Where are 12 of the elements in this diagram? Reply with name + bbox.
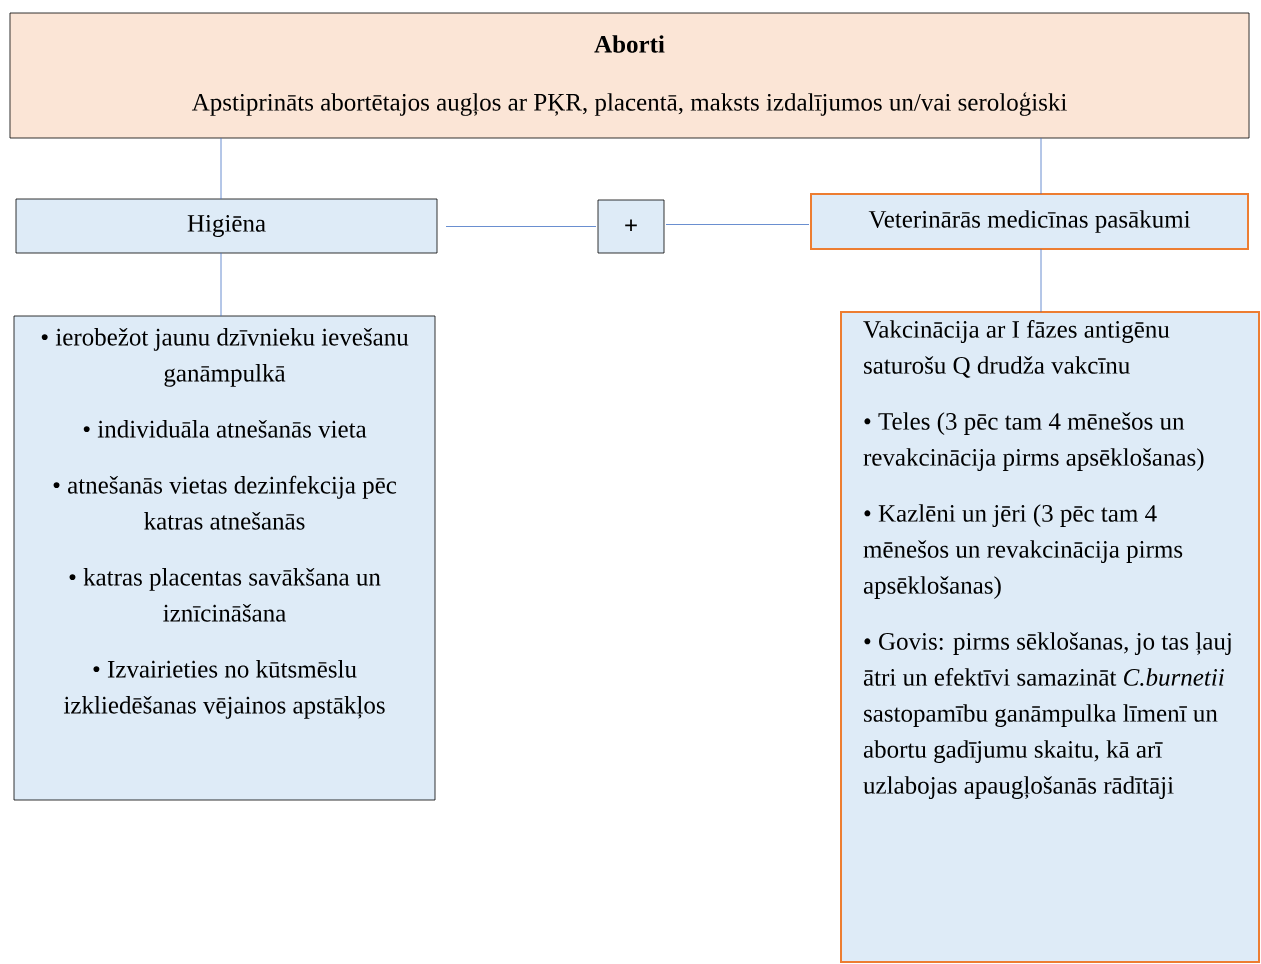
category-box: Veterinārās medicīnas pasākumi	[810, 193, 1249, 250]
plus-box: +	[597, 199, 665, 254]
connector-line	[665, 224, 810, 225]
connector-line	[445, 226, 597, 227]
connector-line	[220, 137, 222, 200]
category-box: Higiēna	[15, 198, 438, 254]
list-box: • ierobežot jaunu dzīvnieku ievešanu ganāmpulkā • individuāla atnešanās vieta • atnešanās vietas dezinfekcija pēc katras atnešanās • katras placentas savākšana un iznīcināšana • Izvairieties no kūtsmēslu izkliedēšanas vējainos apstākļos	[13, 315, 436, 801]
list-box: Vakcinācija ar I fāzes antigēnu saturošu Q drudža vakcīnu • Teles (3 pēc tam 4 mēnešos un revakcinācija pirms apsēklošanas) • Kazlēni un jēri (3 pēc tam 4 mēnešos un revakcinācija pirms apsēklošanas) • Govis: pirms sēklošanas, jo tas ļauj ātri un efektīvi samazināt C.burnetii sastopamību ganāmpulka līmenī un abortu gadījumu skaitu, kā arī uzlabojas apaugļošanās rādītāji	[840, 311, 1260, 963]
connector-line	[1040, 137, 1042, 195]
connector-line	[220, 252, 222, 317]
connector-line	[1040, 248, 1042, 313]
heading-box: Aborti Apstiprināts abortētajos augļos ar PĶR, placentā, maksts izdalījumos un/vai seroloģiski	[9, 12, 1250, 139]
